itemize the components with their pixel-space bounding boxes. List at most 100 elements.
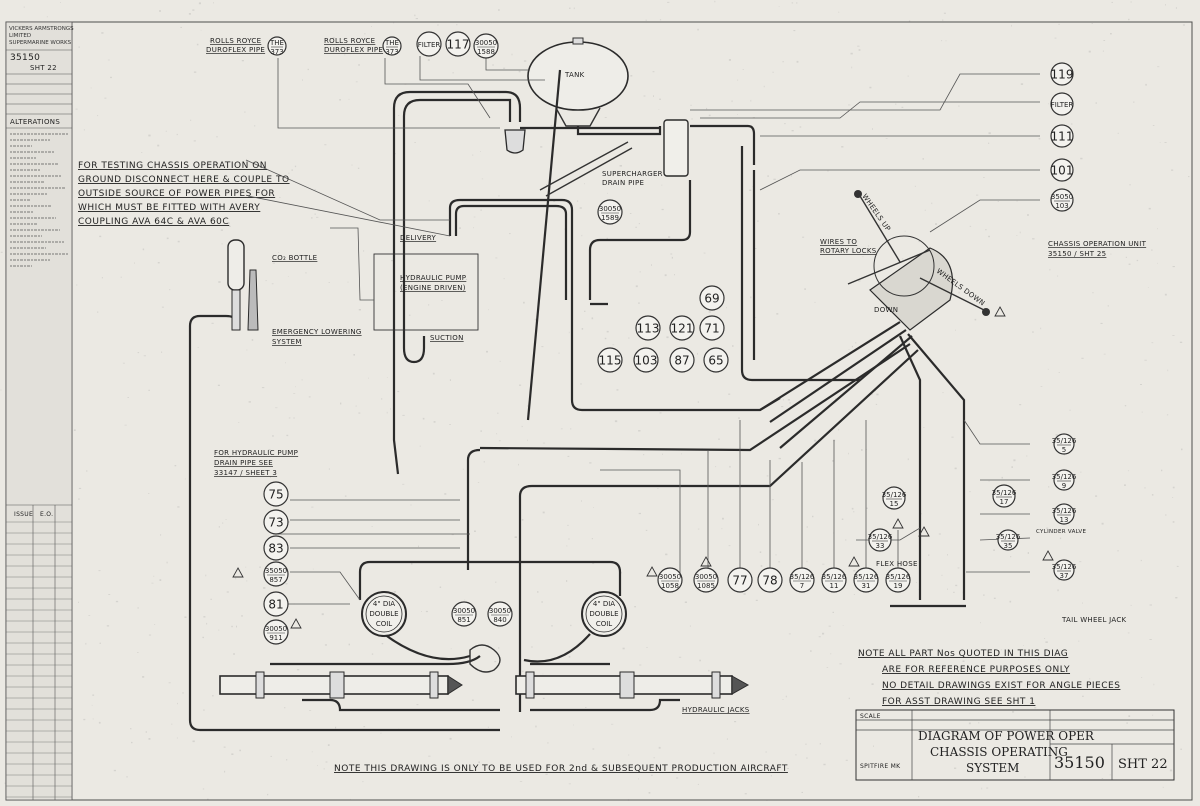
part-bubble-number: FILTER [1051,101,1074,109]
grain-speck [1180,748,1182,750]
grain-speck [1172,266,1175,268]
part-bubble-circle [997,529,1019,551]
grain-speck [390,408,391,410]
grain-speck [592,748,595,750]
label-hyd-pump-drain-see: DRAIN PIPE SEE [214,459,273,467]
grain-speck [580,383,582,385]
grain-speck [236,625,237,628]
grain-speck [78,487,82,489]
grain-speck [225,519,227,520]
grain-speck [937,692,939,694]
grain-speck [958,291,960,294]
grain-speck [988,142,990,144]
grain-speck [1057,579,1061,581]
grain-speck [954,467,957,470]
grain-speck [706,107,708,110]
grain-speck [419,445,421,447]
grain-speck [584,183,585,185]
grain-speck [867,245,870,247]
label-hyd-pump-drain: FOR HYDRAULIC PUMP [214,449,298,457]
grain-speck [1048,103,1049,105]
grain-speck [1110,33,1112,35]
grain-speck [481,178,484,180]
tank: TANK [527,37,629,127]
grain-speck [83,718,86,721]
grain-speck [126,776,128,778]
grain-speck [518,463,519,466]
grain-speck [311,217,313,219]
grain-speck [567,524,569,526]
part-bubble: 119 [1050,62,1074,86]
testing-note-line-4: WHICH MUST BE FITTED WITH AVERY [78,203,260,213]
grain-speck [418,545,419,548]
hydraulic-pump-box [373,253,479,331]
grain-speck [830,653,832,655]
grain-speck [635,226,637,228]
grain-speck [358,309,361,311]
grain-speck [213,2,214,4]
bottom-production-note: NOTE THIS DRAWING IS ONLY TO BE USED FOR… [334,764,788,774]
grain-speck [591,317,594,320]
grain-speck [60,2,61,3]
grain-speck [402,483,405,485]
grain-speck [1165,4,1166,6]
grain-speck [728,393,731,395]
grain-speck [494,661,497,663]
grain-speck [177,702,178,705]
testing-note-line-1: FOR TESTING CHASSIS OPERATION ON [78,161,267,171]
grain-speck [604,117,607,118]
grain-speck [316,216,319,218]
grain-speck [947,588,948,590]
grain-speck [239,749,241,752]
grain-speck [604,337,607,340]
label-tail-wheel-jack: TAIL WHEEL JACK [1061,616,1127,624]
grain-speck [1070,123,1073,125]
grain-speck [218,281,221,283]
grain-speck [380,732,382,734]
label-hydraulic-pump-engine: (ENGINE DRIVEN) [400,284,466,292]
grain-speck [1103,688,1105,690]
grain-speck [108,594,111,595]
grain-speck [432,372,435,375]
grain-speck [1128,263,1131,265]
grain-speck [791,2,794,4]
grain-speck [309,710,312,711]
grain-speck [638,430,641,432]
grain-speck [638,302,640,304]
grain-speck [228,225,231,227]
grain-speck [689,625,691,627]
grain-speck [771,499,774,501]
grain-speck [1078,640,1080,642]
part-bubble-circle [657,567,683,593]
grain-speck [726,738,728,740]
grain-speck [137,607,139,609]
part-bubble: 77 [727,567,753,593]
grain-speck [357,167,360,169]
grain-speck [202,636,204,639]
grain-speck [1124,484,1126,486]
part-bubble-number: 117 [447,38,470,52]
part-bubble-circle [267,36,287,56]
note-box-line-1: NOTE ALL PART Nos QUOTED IN THIS DIAG [858,649,1068,659]
grain-speck [1109,774,1111,776]
grain-speck [841,518,844,520]
grain-speck [651,774,653,776]
grain-speck [171,168,174,170]
part-bubble-circle [263,535,289,561]
grain-speck [324,644,327,646]
grain-speck [141,152,143,153]
grain-speck [327,744,330,746]
grain-speck [323,768,325,770]
grain-speck [143,355,146,357]
grain-speck [90,87,92,89]
grain-speck [1181,448,1183,451]
part-bubble-number: 30050 [265,625,287,633]
grain-speck [206,622,208,625]
part-bubble-sheet: 7 [800,582,804,590]
grain-speck [275,407,278,409]
grain-speck [511,736,512,738]
grain-speck [248,401,251,403]
